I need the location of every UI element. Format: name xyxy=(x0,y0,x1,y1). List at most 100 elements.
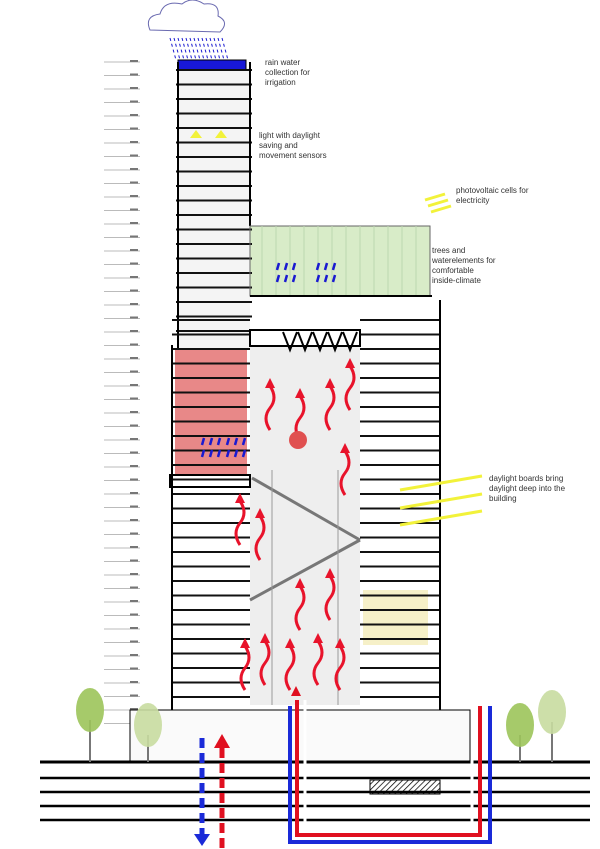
warm-air-arrow xyxy=(339,450,351,496)
level-marker xyxy=(130,168,138,170)
level-marker xyxy=(130,357,138,359)
truss-v xyxy=(327,331,343,353)
level-marker xyxy=(130,235,138,238)
arrow-head-icon xyxy=(335,638,345,648)
level-marker xyxy=(130,465,138,467)
hot-pipe xyxy=(295,700,482,837)
rain-drop xyxy=(197,37,205,61)
level-marker xyxy=(130,559,138,562)
light-sensor-icon xyxy=(215,130,227,138)
level-marker xyxy=(130,654,138,656)
escalator xyxy=(251,476,361,542)
water-vapour-arrow xyxy=(291,262,297,271)
rain-drop xyxy=(213,37,221,61)
rain-drop xyxy=(193,37,201,61)
level-marker xyxy=(130,397,138,400)
warm-air-arrow xyxy=(312,640,324,686)
warm-air-arrow xyxy=(324,385,336,431)
level-marker xyxy=(130,262,138,265)
water-vapour-arrow xyxy=(225,449,231,458)
level-marker xyxy=(130,546,138,548)
warm-air-arrow xyxy=(284,645,296,691)
level-marker xyxy=(130,613,138,616)
level-marker xyxy=(130,438,138,440)
cold-pipe xyxy=(288,706,492,844)
level-marker xyxy=(130,573,138,575)
level-marker xyxy=(130,100,138,103)
rain-drop xyxy=(169,37,177,61)
rain-drop xyxy=(173,37,181,61)
level-marker xyxy=(130,424,138,427)
cloud-icon xyxy=(147,0,225,33)
rain-drop xyxy=(205,37,213,61)
water-vapour-arrow xyxy=(200,449,206,458)
warm-air-arrow xyxy=(239,645,251,691)
warm-air-arrow xyxy=(234,500,246,546)
level-marker xyxy=(130,532,138,535)
level-marker xyxy=(130,222,138,224)
level-marker xyxy=(130,519,138,521)
level-marker xyxy=(130,208,138,211)
daylight-board xyxy=(399,474,483,492)
level-marker xyxy=(130,60,138,62)
arrow-down-icon xyxy=(194,834,210,846)
level-marker xyxy=(130,708,138,710)
level-marker xyxy=(130,694,138,697)
escalator xyxy=(249,538,361,602)
water-vapour-arrow xyxy=(283,262,289,271)
water-vapour-arrow xyxy=(233,449,239,458)
warm-air-arrow xyxy=(259,640,271,686)
level-marker xyxy=(130,640,138,643)
level-marker xyxy=(130,87,138,89)
level-marker xyxy=(130,478,138,481)
tower-fill xyxy=(178,68,250,348)
water-vapour-arrow xyxy=(323,262,329,271)
level-marker xyxy=(130,384,138,386)
photovoltaic-cell-icon xyxy=(427,198,449,208)
warm-air-arrow xyxy=(324,575,336,621)
level-marker xyxy=(130,451,138,454)
water-vapour-arrow xyxy=(315,274,321,283)
truss-v xyxy=(282,331,298,353)
arrow-head-icon xyxy=(325,568,335,578)
warm-air-arrow xyxy=(264,385,276,431)
ground-floor xyxy=(129,709,471,763)
water-vapour-arrow xyxy=(331,262,337,271)
roof-garden-zone xyxy=(250,226,430,296)
tree-icon xyxy=(538,690,566,734)
level-marker xyxy=(130,114,138,116)
arrow-head-icon xyxy=(345,358,355,368)
truss-v xyxy=(312,331,328,353)
note-rain-water: rain water collection for irrigation xyxy=(265,58,310,87)
water-vapour-arrow xyxy=(275,262,281,271)
water-vapour-arrow xyxy=(225,437,231,446)
level-marker xyxy=(130,154,138,157)
water-vapour-arrow xyxy=(241,437,247,446)
rain-drop xyxy=(201,37,209,61)
daylight-board xyxy=(399,509,483,527)
level-marker xyxy=(130,681,138,683)
hatched-storage xyxy=(369,779,441,795)
level-marker xyxy=(130,181,138,184)
arrow-head-icon xyxy=(295,578,305,588)
water-vapour-arrow xyxy=(216,449,222,458)
arrow-head-icon xyxy=(295,388,305,398)
water-vapour-arrow xyxy=(241,449,247,458)
arrow-head-icon xyxy=(240,638,250,648)
rain-drop xyxy=(221,37,229,61)
water-vapour-arrow xyxy=(216,437,222,446)
warm-air-arrow xyxy=(294,585,306,631)
water-vapour-arrow xyxy=(200,437,206,446)
arrow-up-icon xyxy=(214,734,230,748)
rain-drop xyxy=(217,37,225,61)
level-marker xyxy=(130,492,138,494)
level-marker xyxy=(130,73,138,76)
level-marker xyxy=(130,343,138,346)
pipe-gap xyxy=(303,700,474,830)
note-light-sensors: light with daylight saving and movement … xyxy=(259,131,327,160)
rain-drop xyxy=(185,37,193,61)
arrow-head-icon xyxy=(325,378,335,388)
level-marker xyxy=(130,370,138,373)
water-vapour-arrow xyxy=(208,437,214,446)
